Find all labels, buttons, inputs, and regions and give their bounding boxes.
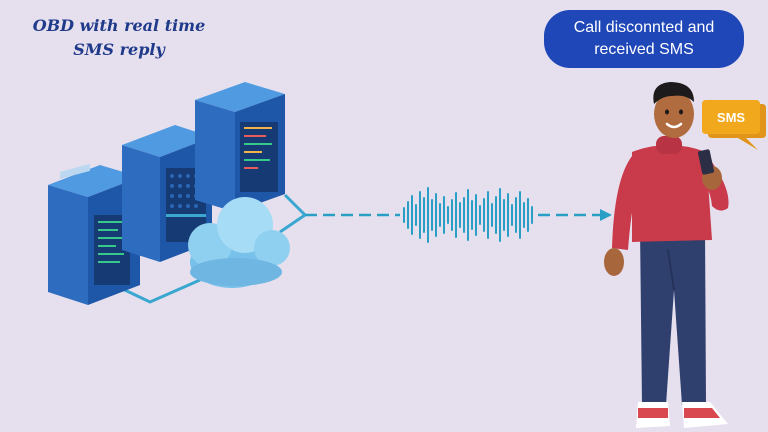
server-rack-icon [48,163,140,305]
server-rack-icon [195,82,285,212]
sms-badge-label: SMS [717,110,746,125]
sound-wave-icon [403,187,533,243]
call-connector [305,209,612,221]
cloud-icon [188,197,290,288]
status-message: Call disconnted and received SMS [544,10,744,68]
phone-icon [698,149,714,175]
person-illustration [604,82,729,428]
diagram-title: OBD with real time SMS reply [32,16,206,59]
sms-bubble-icon: SMS [702,100,766,150]
status-message-text: Call disconnted and received SMS [573,19,715,58]
